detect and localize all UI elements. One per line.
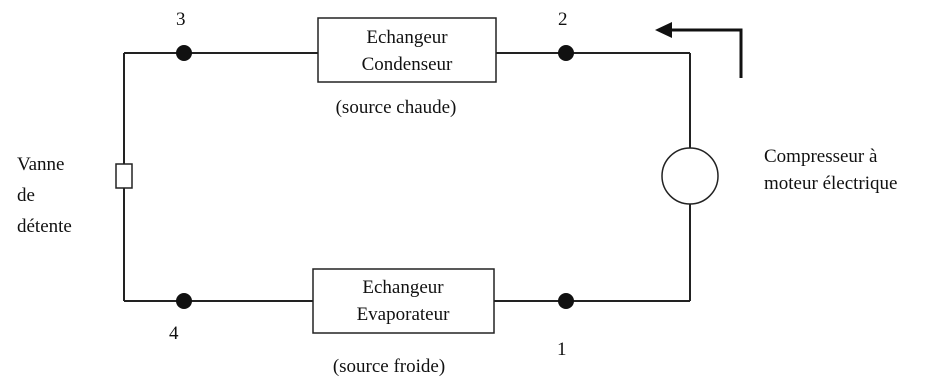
- node-3-label: 3: [176, 9, 186, 30]
- node-4-dot: [176, 293, 192, 309]
- state-nodes: 3 2 4 1: [169, 9, 574, 360]
- compressor-label-line1: Compresseur à: [764, 146, 878, 167]
- node-3-dot: [176, 45, 192, 61]
- compressor-label-line2: moteur électrique: [764, 173, 897, 194]
- node-1-label: 1: [557, 339, 567, 360]
- evaporator-source-label: (source froide): [333, 356, 445, 377]
- node-4-label: 4: [169, 323, 179, 344]
- condenser-box: [317, 17, 497, 83]
- evaporator-label-line1: Echangeur: [362, 277, 444, 298]
- flow-arrow-shaft: [670, 28, 743, 78]
- circuit-wires: [123, 52, 691, 302]
- expansion-valve-label: Vanne de détente: [17, 154, 72, 237]
- expansion-valve-symbol: [115, 163, 133, 189]
- valve-label-line3: détente: [17, 216, 72, 237]
- condenser-label-line1: Echangeur: [366, 27, 448, 48]
- evaporator-label-line2: Evaporateur: [357, 304, 451, 325]
- node-2-dot: [558, 45, 574, 61]
- node-1-dot: [558, 293, 574, 309]
- evaporator-box: [312, 268, 495, 334]
- valve-label-line1: Vanne: [17, 154, 64, 175]
- evaporator-exchanger: Echangeur Evaporateur: [312, 268, 495, 334]
- condenser-label-line2: Condenseur: [362, 54, 453, 75]
- node-2-label: 2: [558, 9, 568, 30]
- valve-label-line2: de: [17, 185, 35, 206]
- condenser-exchanger: Echangeur Condenseur: [317, 17, 497, 83]
- condenser-source-label: (source chaude): [336, 97, 457, 118]
- compressor-label: Compresseur à moteur électrique: [764, 146, 897, 194]
- compressor-symbol: [661, 147, 719, 205]
- flow-direction-arrow: [655, 22, 743, 78]
- flow-arrow-head: [655, 22, 672, 38]
